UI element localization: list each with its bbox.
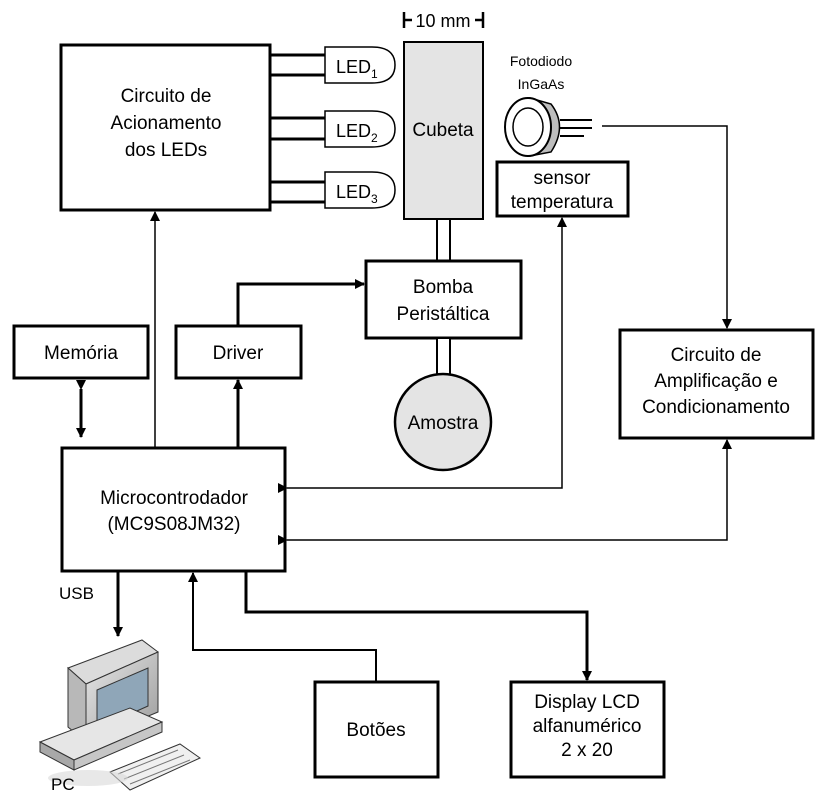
lcd-line-2: alfanumérico: [533, 716, 642, 737]
led-1: LED1: [324, 46, 396, 84]
cuvette-width-label: 10 mm: [415, 11, 470, 31]
cuvette-pump-tube: [436, 218, 451, 262]
led-2: LED2: [324, 110, 396, 148]
led-3: LED3: [324, 171, 396, 209]
microcontroller-line-2: (MC9S08JM32): [107, 514, 240, 535]
pump-block: Bomba Peristáltica: [364, 259, 523, 340]
buttons-to-mcu-arrow: [188, 572, 377, 682]
lcd-block: Display LCD alfanumérico 2 x 20: [509, 680, 666, 779]
photodiode-line-2: InGaAs: [518, 76, 565, 92]
led-1-subscript: 1: [371, 67, 378, 81]
microcontroller-block: Microcontrodador (MC9S08JM32): [60, 446, 287, 573]
photodiode-to-amplifier-arrow: [602, 125, 732, 329]
led-2-subscript: 2: [371, 131, 378, 145]
usb-label: USB: [59, 584, 94, 603]
photodiode-line-1: Fotodiodo: [510, 53, 572, 69]
led-1-label: LED: [336, 57, 371, 77]
led-driver-block: Circuito de Acionamento dos LEDs: [59, 43, 272, 212]
led-wires: [270, 53, 325, 204]
temperature-sensor-line-1: sensor: [533, 168, 591, 189]
sample-label: Amostra: [408, 413, 479, 434]
led-3-label: LED: [336, 182, 371, 202]
driver-block: Driver: [174, 324, 303, 380]
led-driver-line-2: Acionamento: [111, 113, 222, 134]
connections: [76, 125, 732, 682]
pc-computer-icon: [38, 639, 202, 791]
cuvette: Cubeta: [403, 41, 484, 220]
lcd-line-3: 2 x 20: [561, 740, 613, 761]
microcontroller-line-1: Microcontrodador: [100, 488, 249, 509]
amplifier-mcu-link: [278, 439, 732, 545]
driver-label: Driver: [213, 343, 264, 364]
mcu-to-lcd-arrow: [244, 571, 592, 681]
amplifier-line-1: Circuito de: [671, 345, 762, 366]
svg-text:LED2: LED2: [336, 121, 378, 145]
driver-to-pump-arrow: [236, 279, 365, 326]
pc-label: PC: [51, 775, 75, 794]
led-3-subscript: 3: [371, 192, 378, 206]
svg-text:LED1: LED1: [336, 57, 378, 81]
temperature-sensor-block: sensor temperatura: [495, 160, 630, 218]
lcd-line-1: Display LCD: [534, 692, 640, 713]
sample: Amostra: [393, 372, 493, 472]
amplifier-line-2: Amplificação e: [654, 371, 778, 392]
led-driver-line-3: dos LEDs: [125, 140, 207, 161]
svg-text:LED3: LED3: [336, 182, 378, 206]
amplifier-block: Circuito de Amplificação e Condicionamen…: [618, 328, 815, 440]
buttons-label: Botões: [346, 720, 405, 741]
amplifier-line-3: Condicionamento: [642, 397, 790, 418]
memory-label: Memória: [44, 343, 118, 364]
pump-line-1: Bomba: [413, 277, 474, 298]
photodiode-icon: [504, 97, 592, 157]
buttons-block: Botões: [313, 680, 440, 779]
pump-line-2: Peristáltica: [397, 304, 490, 325]
memory-block: Memória: [12, 324, 150, 380]
temperature-sensor-line-2: temperatura: [511, 192, 614, 213]
led-2-label: LED: [336, 121, 371, 141]
cuvette-width-dimension: 10 mm: [402, 11, 485, 31]
led-driver-line-1: Circuito de: [121, 86, 212, 107]
cuvette-label: Cubeta: [412, 120, 474, 141]
photodiode: Fotodiodo InGaAs: [504, 53, 592, 157]
